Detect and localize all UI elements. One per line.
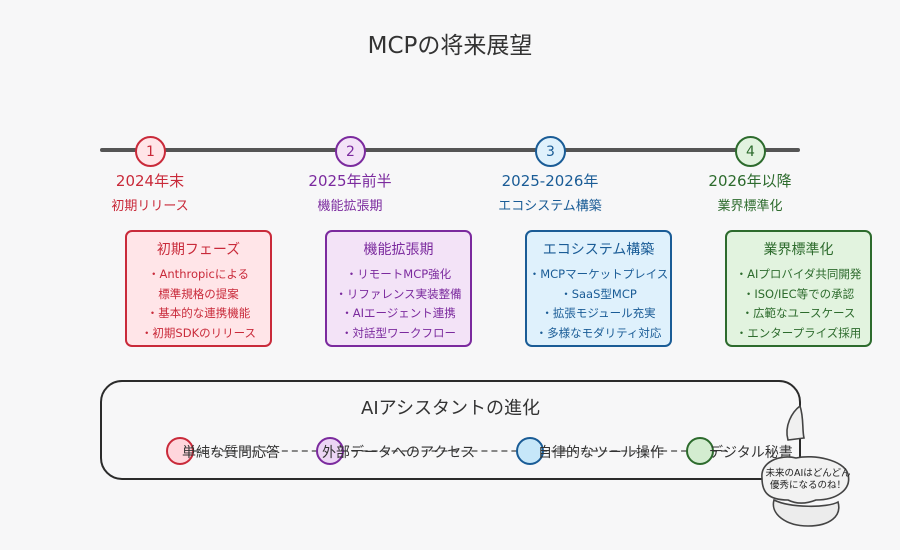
mascot-speech-text: 未来のAIはどんどん 優秀になるのね！	[758, 468, 858, 492]
phase-1-item-4: ・初期SDKのリリース	[140, 325, 257, 340]
phase-1-number: 1	[146, 143, 155, 160]
phase-2-item-2: ・リファレンス実装整備	[335, 286, 462, 301]
phase-4-period: 2026年以降 業界標準化	[670, 170, 830, 214]
phase-2-node: 2	[335, 136, 366, 167]
evolution-stage-2-label: 外部データへのアクセス	[322, 445, 476, 461]
phase-3-item-2: ・SaaS型MCP	[560, 286, 637, 301]
phase-4-date: 2026年以降	[708, 172, 792, 190]
mascot-ears	[786, 404, 805, 441]
phase-2-item-3: ・AIエージェント連携	[341, 306, 456, 320]
phase-2-period: 2025年前半 機能拡張期	[270, 170, 430, 214]
phase-3-node: 3	[535, 136, 566, 167]
evolution-stage-1-label: 単純な質問応答	[182, 445, 280, 461]
phase-2-item-1: ・リモートMCP強化	[345, 267, 452, 281]
phase-2-date: 2025年前半	[308, 172, 392, 190]
evolution-stage-3-label: 自律的なツール操作	[538, 445, 664, 461]
mascot-speech-bubble	[761, 456, 850, 504]
evolution-stage-4-node	[686, 437, 714, 465]
evolution-panel: AIアシスタントの進化 単純な質問応答 外部データへのアクセス 自律的なツール操…	[100, 380, 801, 480]
phase-1-item-1: ・Anthropicによる	[148, 267, 249, 281]
phase-1-date: 2024年末	[115, 172, 185, 190]
phase-1-phase: 初期リリース	[111, 199, 189, 214]
phase-1-item-2: 標準規格の提案	[158, 286, 239, 301]
phase-1-card-title: 初期フェーズ	[156, 242, 241, 258]
mascot-character	[761, 404, 850, 527]
mascot-body	[772, 498, 840, 527]
evolution-stage-4-label: デジタル秘書	[709, 445, 793, 461]
diagram-title: MCPの将来展望	[367, 33, 533, 59]
phase-3-item-4: ・多様なモダリティ対応	[535, 325, 662, 340]
phase-2-card: 機能拡張期 ・リモートMCP強化 ・リファレンス実装整備 ・AIエージェント連携…	[325, 230, 472, 347]
phase-3-item-1: ・MCPマーケットプレイス	[528, 267, 669, 281]
phase-3-phase: エコシステム構築	[498, 199, 602, 214]
phase-4-phase: 業界標準化	[717, 199, 783, 214]
mascot-speech-line-1: 未来のAIはどんどん	[765, 468, 851, 479]
evolution-stage-2-node	[316, 437, 344, 465]
mascot-speech-line-2: 優秀になるのね！	[769, 480, 846, 491]
phase-3-card-title: エコシステム構築	[542, 242, 655, 258]
phase-4-number: 4	[746, 143, 755, 160]
phase-2-number: 2	[346, 143, 355, 160]
phase-1-card: 初期フェーズ ・Anthropicによる 標準規格の提案 ・基本的な連携機能 ・…	[125, 230, 272, 347]
phase-4-item-2: ・ISO/IEC等での承認	[742, 286, 855, 301]
phase-2-item-4: ・対話型ワークフロー	[341, 325, 456, 340]
phase-2-card-title: 機能拡張期	[363, 242, 434, 258]
phase-3-period: 2025-2026年 エコシステム構築	[470, 170, 630, 214]
phase-4-node: 4	[735, 136, 766, 167]
phase-1-node: 1	[135, 136, 166, 167]
phase-4-item-3: ・広範なユースケース	[741, 306, 856, 320]
phase-2-phase: 機能拡張期	[317, 199, 383, 214]
phase-4-card-title: 業界標準化	[763, 242, 834, 258]
evolution-title: AIアシスタントの進化	[361, 398, 540, 419]
evolution-stage-1-node	[166, 437, 194, 465]
phase-3-card: エコシステム構築 ・MCPマーケットプレイス ・SaaS型MCP ・拡張モジュー…	[525, 230, 672, 347]
phase-1-item-3: ・基本的な連携機能	[146, 306, 251, 320]
phase-3-number: 3	[546, 143, 555, 160]
phase-4-item-4: ・エンタープライズ採用	[735, 325, 862, 340]
evolution-stage-3-node	[516, 437, 544, 465]
evolution-dashed-line	[182, 450, 727, 452]
phase-4-item-1: ・AIプロバイダ共同開発	[735, 267, 862, 281]
phase-3-date: 2025-2026年	[501, 172, 599, 190]
timeline-axis	[100, 148, 800, 152]
phase-4-card: 業界標準化 ・AIプロバイダ共同開発 ・ISO/IEC等での承認 ・広範なユース…	[725, 230, 872, 347]
phase-3-item-3: ・拡張モジュール充実	[541, 306, 656, 320]
phase-1-period: 2024年末 初期リリース	[70, 170, 230, 214]
